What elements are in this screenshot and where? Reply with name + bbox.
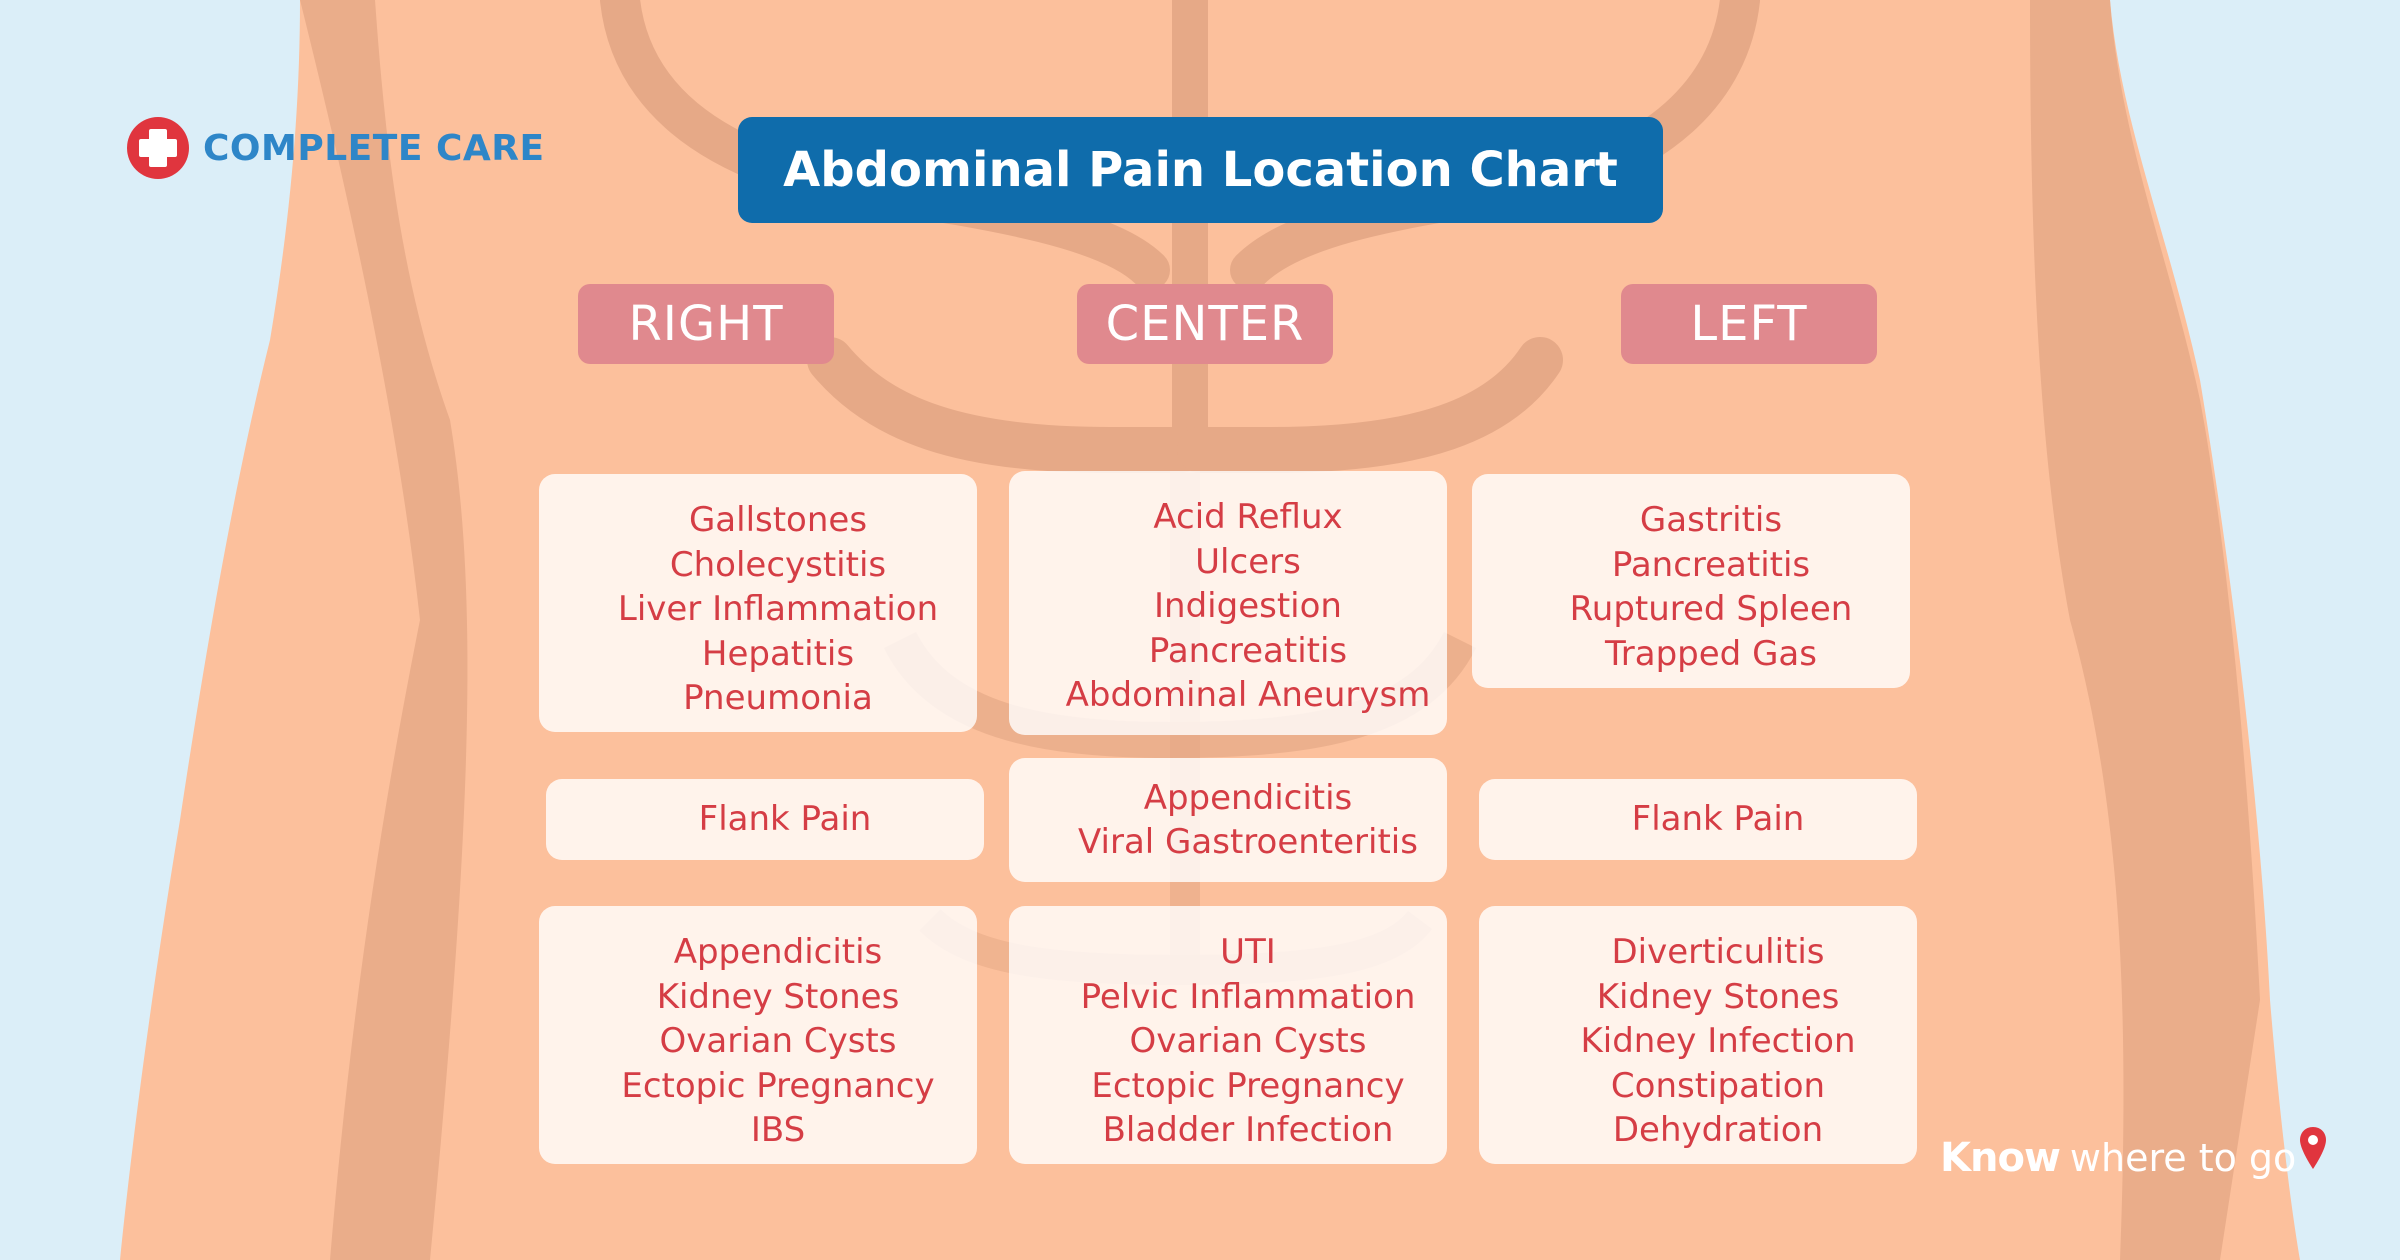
chart-title: Abdominal Pain Location Chart (738, 117, 1663, 223)
condition-item: Kidney Stones (1596, 976, 1840, 1017)
region-right-lower: Appendicitis Kidney Stones Ovarian Cysts… (539, 906, 977, 1164)
condition-item: Abdominal Aneurysm (1065, 675, 1431, 715)
region-left-middle: Flank Pain (1479, 779, 1917, 860)
region-right-upper: Gallstones Cholecystitis Liver Inflammat… (539, 474, 977, 732)
condition-item: Bladder Infection (1102, 1110, 1394, 1150)
column-label-center: CENTER (1077, 284, 1333, 364)
condition-item: Indigestion (1154, 586, 1342, 626)
map-pin-icon (2300, 1127, 2327, 1169)
condition-item: IBS (750, 1110, 806, 1150)
red-cross-icon (127, 117, 189, 179)
brand-name: COMPLETE CARE (203, 127, 545, 169)
condition-item: UTI (1220, 932, 1276, 972)
column-label-right: RIGHT (578, 284, 834, 364)
condition-item: Ovarian Cysts (659, 1021, 897, 1061)
region-right-middle: Flank Pain (546, 779, 984, 860)
region-center-middle: Appendicitis Viral Gastroenteritis (1009, 758, 1447, 882)
condition-item: Pancreatitis (1148, 630, 1348, 671)
tagline-light: where to go (2069, 1136, 2297, 1180)
region-left-upper: Gastritis Pancreatitis Ruptured Spleen T… (1472, 474, 1910, 688)
condition-item: Appendicitis (673, 932, 883, 972)
rib-arch-right (1177, 337, 1563, 473)
condition-item: Kidney Stones (656, 976, 900, 1017)
region-left-lower: Diverticulitis Kidney Stones Kidney Infe… (1479, 906, 1917, 1164)
condition-item: Gallstones (688, 500, 868, 540)
region-center-lower: UTI Pelvic Inflammation Ovarian Cysts Ec… (1009, 906, 1447, 1164)
condition-item: Hepatitis (701, 633, 855, 674)
left-side-shadow (300, 0, 468, 1260)
condition-item: Ulcers (1195, 541, 1301, 582)
condition-item: Pneumonia (683, 678, 873, 718)
tagline-strong: Know (1940, 1135, 2061, 1181)
condition-item: Pancreatitis (1611, 544, 1811, 585)
condition-item: Liver Inflammation (617, 589, 939, 629)
condition-item: Dehydration (1612, 1110, 1824, 1150)
condition-item: Diverticulitis (1611, 932, 1825, 972)
condition-item: Constipation (1610, 1065, 1826, 1106)
condition-item: Ovarian Cysts (1129, 1021, 1367, 1061)
condition-item: Appendicitis (1143, 777, 1353, 818)
tagline: Know where to go (1940, 1127, 2328, 1188)
condition-item: Ectopic Pregnancy (621, 1065, 935, 1106)
right-side-shadow (2030, 0, 2260, 1260)
condition-item: Acid Reflux (1153, 497, 1343, 537)
condition-item: Ruptured Spleen (1569, 589, 1853, 629)
region-center-upper: Acid Reflux Ulcers Indigestion Pancreati… (1009, 471, 1447, 735)
rib-arch-left (807, 337, 1203, 473)
condition-item: Viral Gastroenteritis (1078, 822, 1418, 862)
condition-item: Pelvic Inflammation (1080, 976, 1416, 1017)
column-label-left: LEFT (1621, 284, 1877, 364)
condition-item: Cholecystitis (669, 544, 887, 585)
condition-item: Gastritis (1639, 500, 1783, 540)
condition-item: Trapped Gas (1605, 633, 1817, 674)
condition-item: Kidney Infection (1580, 1021, 1856, 1061)
condition-item: Flank Pain (698, 799, 872, 840)
condition-item: Flank Pain (1631, 799, 1805, 840)
condition-item: Ectopic Pregnancy (1091, 1065, 1405, 1106)
brand-logo: COMPLETE CARE (125, 115, 545, 181)
